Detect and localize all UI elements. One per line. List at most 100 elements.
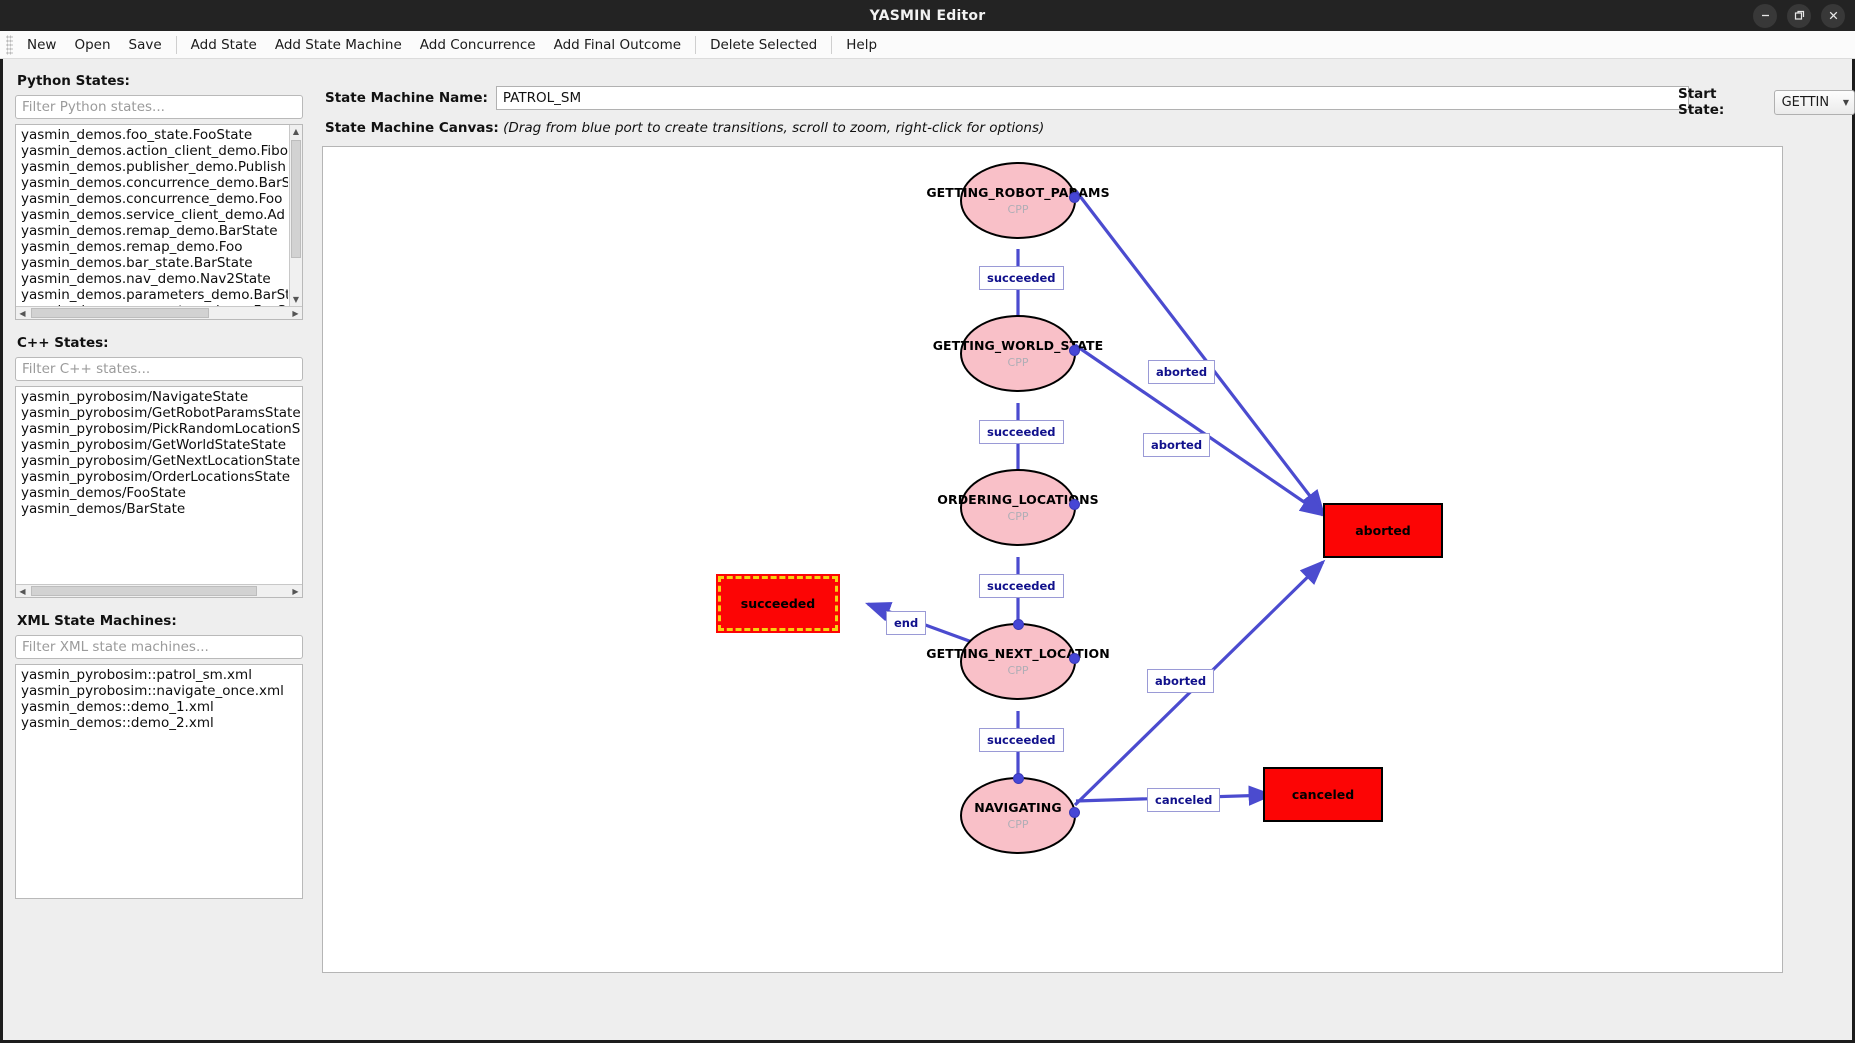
- transition-label-succeeded-4[interactable]: succeeded: [979, 728, 1064, 752]
- python-states-list[interactable]: yasmin_demos.foo_state.FooState yasmin_d…: [15, 124, 303, 320]
- xml-filter-input[interactable]: Filter XML state machines...: [15, 635, 303, 659]
- start-state-select[interactable]: GETTIN ▼: [1773, 89, 1855, 115]
- state-node-getting-world-state[interactable]: GETTING_WORLD_STATE CPP: [933, 315, 1103, 392]
- minimize-button[interactable]: [1753, 3, 1777, 28]
- scroll-right-icon[interactable]: ▶: [289, 307, 302, 319]
- transition-label-succeeded-1[interactable]: succeeded: [979, 266, 1064, 290]
- scroll-up-icon[interactable]: ▲: [290, 125, 302, 138]
- output-port[interactable]: [1069, 192, 1080, 203]
- cpp-states-list[interactable]: yasmin_pyrobosim/NavigateState yasmin_py…: [15, 386, 303, 598]
- list-item[interactable]: yasmin_pyrobosim/GetWorldStateState: [21, 437, 287, 453]
- scrollbar-thumb[interactable]: [31, 586, 257, 596]
- state-node-ordering-locations[interactable]: ORDERING_LOCATIONS CPP: [937, 469, 1099, 546]
- transition-label-aborted-2[interactable]: aborted: [1143, 433, 1211, 457]
- python-states-filter-input[interactable]: Filter Python states...: [15, 95, 303, 119]
- scrollbar-thumb[interactable]: [291, 140, 301, 258]
- transition-label-succeeded-3[interactable]: succeeded: [979, 574, 1064, 598]
- list-item[interactable]: yasmin_pyrobosim/PickRandomLocationS: [21, 421, 301, 437]
- state-node-getting-next-location[interactable]: GETTING_NEXT_LOCATION CPP: [926, 619, 1110, 700]
- cpp-states-filter-input[interactable]: Filter C++ states...: [15, 357, 303, 381]
- xml-state-machines-list[interactable]: yasmin_pyrobosim::patrol_sm.xml yasmin_p…: [15, 664, 303, 899]
- state-machine-name-input[interactable]: PATROL_SM: [495, 86, 1689, 110]
- python-list-vertical-scrollbar[interactable]: ▲ ▼: [289, 125, 302, 306]
- canvas-hint: State Machine Canvas: (Drag from blue po…: [325, 120, 1044, 136]
- state-node-navigating[interactable]: NAVIGATING CPP: [960, 773, 1080, 854]
- list-item[interactable]: yasmin_pyrobosim/OrderLocationsState: [21, 469, 291, 485]
- list-item[interactable]: yasmin_pyrobosim::navigate_once.xml: [21, 683, 284, 699]
- list-item[interactable]: yasmin_demos.parameters_demo.FooS: [19, 303, 288, 307]
- menu-item-help[interactable]: Help: [846, 36, 878, 53]
- outcome-node-succeeded[interactable]: succeeded: [716, 574, 840, 633]
- input-port[interactable]: [1013, 773, 1024, 784]
- menu-item-open[interactable]: Open: [74, 36, 111, 53]
- menu-item-add-concurrence[interactable]: Add Concurrence: [419, 36, 536, 53]
- chevron-down-icon: ▼: [1842, 97, 1849, 107]
- output-port[interactable]: [1069, 653, 1080, 664]
- cpp-states-list-items: yasmin_pyrobosim/NavigateState yasmin_py…: [16, 387, 301, 585]
- cpp-states-label: C++ States:: [17, 335, 109, 351]
- python-list-horizontal-scrollbar[interactable]: ◀ ▶: [16, 306, 302, 319]
- list-item[interactable]: yasmin_demos::demo_1.xml: [21, 699, 214, 715]
- window-controls: [1753, 0, 1845, 31]
- list-item[interactable]: yasmin_pyrobosim/NavigateState: [21, 389, 249, 405]
- menu-item-add-state-machine[interactable]: Add State Machine: [274, 36, 402, 53]
- xml-state-machines-label: XML State Machines:: [17, 613, 177, 629]
- output-port[interactable]: [1069, 499, 1080, 510]
- list-item[interactable]: yasmin_pyrobosim/GetRobotParamsState: [21, 405, 301, 421]
- menu-item-add-state[interactable]: Add State: [190, 36, 257, 53]
- menubar-grip[interactable]: [6, 34, 13, 55]
- list-item[interactable]: yasmin_demos.concurrence_demo.Foo: [21, 191, 283, 207]
- list-item[interactable]: yasmin_pyrobosim::patrol_sm.xml: [21, 667, 252, 683]
- list-item[interactable]: yasmin_demos.action_client_demo.Fibo: [21, 143, 288, 159]
- list-item[interactable]: yasmin_demos.concurrence_demo.BarS: [21, 175, 288, 191]
- list-item[interactable]: yasmin_demos.service_client_demo.Ad: [21, 207, 285, 223]
- outcome-node-canceled[interactable]: canceled: [1263, 767, 1383, 822]
- state-machine-name-row: State Machine Name: PATROL_SM: [325, 86, 1689, 110]
- list-item[interactable]: yasmin_demos.bar_state.BarState: [21, 255, 253, 271]
- state-node-getting-robot-params[interactable]: GETTING_ROBOT_PARAMS CPP: [926, 162, 1110, 239]
- list-item[interactable]: yasmin_demos.remap_demo.Foo: [21, 239, 243, 255]
- list-item[interactable]: yasmin_demos.foo_state.FooState: [21, 127, 253, 143]
- cpp-list-horizontal-scrollbar[interactable]: ◀ ▶: [16, 584, 302, 597]
- list-item[interactable]: yasmin_demos.remap_demo.BarState: [21, 223, 278, 239]
- list-item[interactable]: yasmin_demos/BarState: [21, 501, 186, 517]
- state-node-language: CPP: [1007, 203, 1029, 216]
- state-node-language: CPP: [1007, 818, 1029, 831]
- state-node-language: CPP: [1007, 356, 1029, 369]
- state-node-label: GETTING_NEXT_LOCATION: [926, 646, 1110, 661]
- list-item[interactable]: yasmin_demos.parameters_demo.BarSt: [21, 287, 288, 303]
- state-machine-name-label: State Machine Name:: [325, 90, 488, 106]
- scroll-left-icon[interactable]: ◀: [16, 585, 29, 597]
- menu-item-new[interactable]: New: [27, 36, 57, 53]
- state-node-label: GETTING_ROBOT_PARAMS: [926, 185, 1110, 200]
- menu-item-save[interactable]: Save: [128, 36, 162, 53]
- minimize-icon: [1761, 14, 1769, 17]
- input-port[interactable]: [1013, 619, 1024, 630]
- maximize-button[interactable]: [1787, 3, 1811, 28]
- list-item[interactable]: yasmin_demos/FooState: [21, 485, 186, 501]
- canvas-surface[interactable]: GETTING_ROBOT_PARAMS CPP GETTING_WORLD_S…: [322, 146, 1783, 973]
- scroll-down-icon[interactable]: ▼: [290, 293, 302, 306]
- transition-label-aborted-1[interactable]: aborted: [1148, 360, 1216, 384]
- menu-item-add-final-outcome[interactable]: Add Final Outcome: [553, 36, 682, 53]
- left-sidebar: Python States: Filter Python states... y…: [15, 73, 305, 1023]
- scroll-right-icon[interactable]: ▶: [289, 585, 302, 597]
- state-node-language: CPP: [1007, 510, 1029, 523]
- transition-label-canceled[interactable]: canceled: [1147, 788, 1221, 812]
- menu-item-delete-selected[interactable]: Delete Selected: [710, 36, 818, 53]
- transition-label-succeeded-2[interactable]: succeeded: [979, 420, 1064, 444]
- list-item[interactable]: yasmin_pyrobosim/GetNextLocationState: [21, 453, 301, 469]
- list-item[interactable]: yasmin_demos::demo_2.xml: [21, 715, 214, 731]
- output-port[interactable]: [1069, 807, 1080, 818]
- outcome-node-aborted[interactable]: aborted: [1323, 503, 1443, 558]
- list-item[interactable]: yasmin_demos.publisher_demo.Publish: [21, 159, 286, 175]
- maximize-icon: [1794, 10, 1804, 20]
- state-machine-canvas[interactable]: GETTING_ROBOT_PARAMS CPP GETTING_WORLD_S…: [322, 146, 1783, 973]
- close-button[interactable]: [1821, 3, 1845, 28]
- transition-label-aborted-3[interactable]: aborted: [1147, 669, 1215, 693]
- scrollbar-thumb[interactable]: [31, 308, 209, 318]
- output-port[interactable]: [1069, 345, 1080, 356]
- list-item[interactable]: yasmin_demos.nav_demo.Nav2State: [21, 271, 271, 287]
- transition-label-end[interactable]: end: [886, 611, 927, 635]
- scroll-left-icon[interactable]: ◀: [16, 307, 29, 319]
